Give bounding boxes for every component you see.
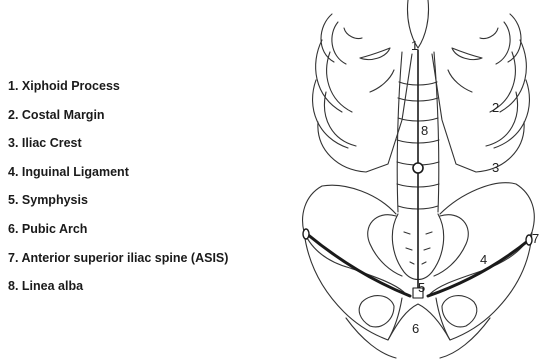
legend-label: Linea alba — [22, 279, 83, 293]
legend-list: 1Xiphoid Process 2Costal Margin 3Iliac C… — [8, 76, 228, 305]
legend-label: Anterior superior iliac spine (ASIS) — [21, 251, 228, 265]
rib-right — [480, 28, 498, 39]
rib-left — [370, 70, 394, 92]
legend-label: Costal Margin — [22, 108, 105, 122]
iliac-wing-right — [430, 183, 534, 294]
legend-item-linea-alba: 8Linea alba — [8, 276, 228, 305]
legend-label: Pubic Arch — [22, 222, 88, 236]
legend-item-asis: 7Anterior superior iliac spine (ASIS) — [8, 248, 228, 277]
legend-item-pubic-arch: 6Pubic Arch — [8, 219, 228, 248]
legend-item-inguinal-ligament: 4Inguinal Ligament — [8, 162, 228, 191]
marker-5: 5 — [418, 280, 425, 295]
rib-left — [360, 48, 390, 60]
iliac-inner-right — [434, 215, 468, 276]
legend-number: 2 — [8, 108, 22, 122]
marker-6: 6 — [412, 321, 419, 336]
anatomy-diagram: 1 2 3 4 5 6 7 8 — [290, 0, 541, 359]
marker-4: 4 — [480, 252, 487, 267]
legend-item-iliac-crest: 3Iliac Crest — [8, 133, 228, 162]
spine-right-edge — [434, 52, 439, 212]
legend-label: Inguinal Ligament — [22, 165, 129, 179]
marker-7: 7 — [532, 231, 539, 246]
legend-item-symphysis: 5Symphysis — [8, 190, 228, 219]
legend-item-costal-margin: 2Costal Margin — [8, 105, 228, 134]
legend-number: 7 — [8, 251, 21, 265]
obturator-foramen-left — [359, 296, 394, 327]
legend-number: 4 — [8, 165, 22, 179]
inguinal-ligament-left — [307, 234, 410, 296]
iliac-inner-left — [368, 215, 402, 276]
legend-item-xiphoid-process: 1Xiphoid Process — [8, 76, 228, 105]
costal-margin-right — [432, 54, 524, 172]
rib-right — [448, 70, 472, 92]
legend-label: Xiphoid Process — [22, 79, 120, 93]
marker-2: 2 — [492, 100, 499, 115]
legend-label: Symphysis — [22, 193, 88, 207]
marker-1: 1 — [411, 38, 418, 53]
legend-number: 8 — [8, 279, 22, 293]
legend-number: 5 — [8, 193, 22, 207]
ribcage — [313, 0, 530, 172]
rib-right — [452, 48, 482, 60]
obturator-foramen-right — [442, 296, 477, 327]
rib-left — [344, 28, 362, 39]
legend-number: 1 — [8, 79, 22, 93]
legend-number: 6 — [8, 222, 22, 236]
legend-number: 3 — [8, 136, 22, 150]
spine-left-edge — [397, 52, 402, 212]
marker-3: 3 — [492, 160, 499, 175]
marker-8: 8 — [421, 123, 428, 138]
asis-left — [303, 229, 309, 239]
legend-label: Iliac Crest — [22, 136, 82, 150]
umbilicus — [413, 163, 423, 173]
